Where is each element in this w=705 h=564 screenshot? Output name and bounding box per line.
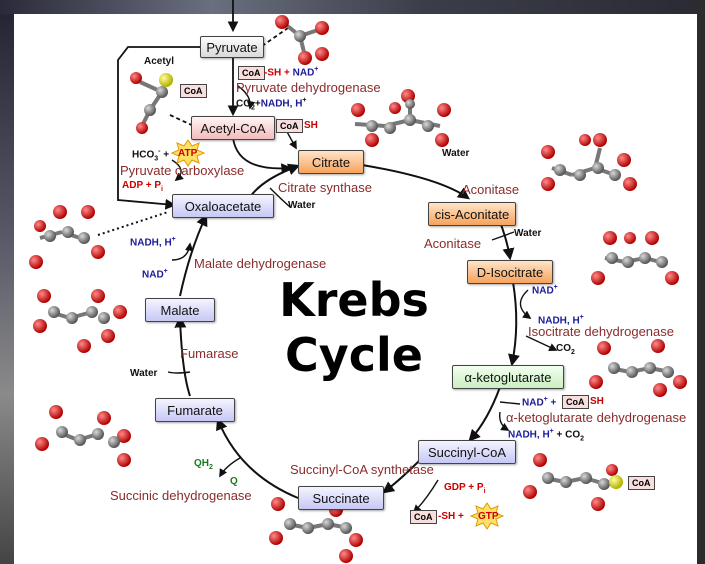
- oxaloacetate-box: Oxaloacetate: [172, 194, 274, 218]
- fumarate-box: Fumarate: [155, 398, 235, 422]
- adp-pi-text: ADP + P: [122, 180, 161, 191]
- akg-nad-label: NAD+ +: [522, 396, 557, 409]
- pdh-sh-nad: -SH + NAD+: [264, 66, 319, 79]
- enzyme-pyruvate-dehydrogenase: Pyruvate dehydrogenase: [236, 80, 381, 95]
- entry-arrows: [97, 0, 293, 236]
- akg-co2-text: CO: [565, 429, 581, 441]
- acetyl-coa-side-tag: CoA: [276, 119, 303, 133]
- idh-nad-text: NAD: [532, 285, 554, 297]
- pdh-sh-text: -SH +: [264, 67, 293, 79]
- mdh-nadh-label: NADH, H+: [130, 236, 176, 249]
- succinate-box: Succinate: [298, 486, 384, 510]
- pdh-nadh-text: NADH, H: [260, 98, 303, 110]
- acetyl-coa-tag: CoA: [180, 84, 207, 98]
- citrate-box: Citrate: [298, 150, 364, 174]
- mdh-nad-text: NAD: [142, 269, 164, 281]
- idh-nad-label: NAD+: [532, 284, 558, 297]
- mdh-nad-label: NAD+: [142, 268, 168, 281]
- idh-nadh-label: NADH, H+: [538, 314, 584, 327]
- cis-aconitate-box: cis-Aconitate: [428, 202, 516, 226]
- acetyl-coa-sh: SH: [304, 120, 318, 131]
- citrate-water-out: Water: [442, 148, 470, 159]
- pyruvate-box: Pyruvate: [200, 36, 264, 58]
- idh-co2-label: CO2: [556, 343, 575, 356]
- d-isocitrate-box: D-Isocitrate: [467, 260, 553, 284]
- hco3-label: HCO3- +: [132, 148, 170, 163]
- succinyl-coa-box: Succinyl-CoA: [418, 440, 516, 464]
- background-top-strip: [0, 0, 705, 14]
- title-line-1: Krebs: [279, 273, 429, 327]
- q-label: Q: [230, 476, 238, 487]
- scs-sh-text: -SH +: [438, 511, 464, 522]
- side-reaction-arrows: [167, 85, 558, 514]
- hco3-text: HCO: [132, 149, 155, 161]
- idh-nadh-text: NADH, H: [538, 315, 580, 327]
- pdh-coa-tag: CoA: [238, 66, 265, 80]
- adp-pi-label: ADP + Pi: [122, 180, 163, 193]
- pdh-nad-text: NAD: [292, 67, 315, 79]
- qh2-label: QH2: [194, 458, 213, 471]
- alpha-ketoglutarate-box: α-ketoglutarate: [452, 365, 564, 389]
- molecule-illustrations: [29, 15, 687, 563]
- enzyme-isocitrate-dehydrogenase: Isocitrate dehydrogenase: [528, 324, 674, 339]
- pdh-co2-text: CO: [236, 98, 251, 110]
- title-line-2: Cycle: [285, 328, 423, 382]
- idh-co2-text: CO: [556, 343, 571, 354]
- enzyme-pyruvate-carboxylase: Pyruvate carboxylase: [120, 163, 245, 178]
- mdh-nadh-text: NADH, H: [130, 237, 172, 249]
- akg-nadh-label: NADH, H+ + CO2: [508, 428, 585, 443]
- gdp-pi-text: GDP + P: [444, 482, 484, 493]
- background-left-strip: [0, 0, 14, 564]
- qh2-text: QH: [194, 458, 209, 469]
- citrate-synthase-water: Water: [288, 200, 316, 211]
- enzyme-akg-dehydrogenase: α-ketoglutarate dehydrogenase: [506, 410, 687, 425]
- cycle-arc-arrows: [174, 163, 520, 499]
- scs-coa-tag: CoA: [410, 510, 437, 524]
- acetyl-coa-box: Acetyl-CoA: [191, 116, 275, 140]
- fumarase-water: Water: [130, 368, 158, 379]
- akg-sh-label: SH: [590, 396, 604, 407]
- enzyme-aconitase-1: Aconitase: [462, 182, 520, 197]
- enzyme-aconitase-2: Aconitase: [424, 236, 482, 251]
- gtp-label: GTP: [478, 511, 499, 522]
- pdh-products: CO2+NADH, H+: [236, 97, 307, 112]
- enzyme-fumarase: Fumarase: [180, 346, 239, 361]
- enzyme-malate-dehydrogenase: Malate dehydrogenase: [194, 256, 327, 271]
- akg-nadh-text: NADH, H: [508, 429, 550, 441]
- enzyme-citrate-synthase: Citrate synthase: [278, 180, 372, 195]
- akg-coa-tag: CoA: [562, 395, 589, 409]
- acetyl-label: Acetyl: [144, 56, 175, 67]
- aconitase-water-in: Water: [514, 228, 542, 239]
- atp-label: ATP: [178, 148, 198, 159]
- malate-box: Malate: [145, 298, 215, 322]
- akg-nad-text: NAD: [522, 397, 544, 409]
- enzyme-succinyl-coa-synthetase: Succinyl-CoA synthetase: [290, 462, 434, 477]
- background-right-strip: [697, 0, 705, 564]
- gtp-burst: [469, 502, 505, 530]
- atp-burst: [170, 139, 206, 167]
- succinyl-coa-molecule-tag: CoA: [628, 476, 655, 490]
- gdp-pi-label: GDP + Pi: [444, 482, 486, 495]
- scs-sh-label: -SH +: [438, 511, 464, 522]
- enzyme-succinic-dehydrogenase: Succinic dehydrogenase: [110, 488, 252, 503]
